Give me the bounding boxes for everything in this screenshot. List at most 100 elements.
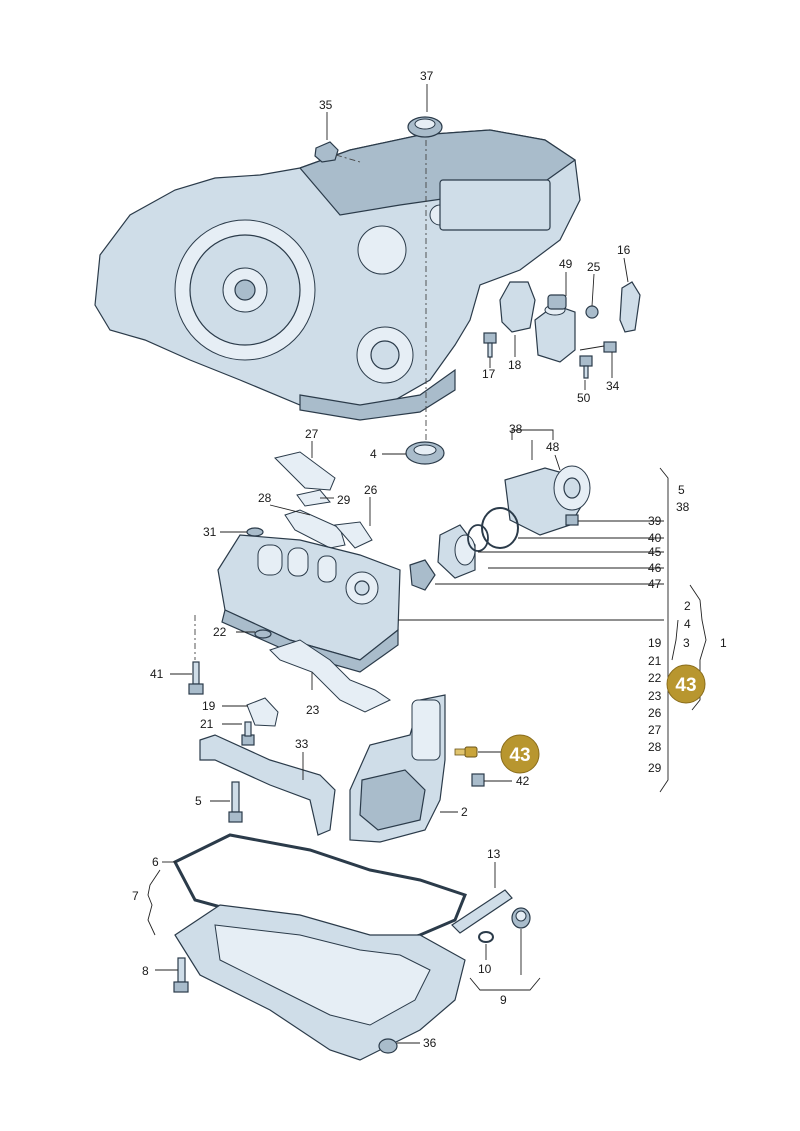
ref-22: 22 (648, 671, 662, 685)
callout-47: 47 (648, 577, 662, 591)
callout-labels: 37 35 16 49 25 17 18 50 34 27 38 48 4 26… (132, 69, 662, 1050)
callout-22: 22 (213, 625, 227, 639)
part-46-oring (467, 524, 489, 552)
callout-28: 28 (258, 491, 272, 505)
part-31-oring (246, 527, 264, 537)
callout-21: 21 (200, 717, 214, 731)
callout-8: 8 (142, 964, 149, 978)
callout-4: 4 (370, 447, 377, 461)
part-7-oil-pan (174, 904, 466, 1061)
callout-34: 34 (606, 379, 620, 393)
callout-25: 25 (587, 260, 601, 274)
callout-41: 41 (150, 667, 164, 681)
ref-26: 26 (648, 706, 662, 720)
part-50-bolt (579, 355, 593, 379)
highlight-badge-right-label: 43 (675, 675, 696, 696)
callout-19: 19 (202, 699, 216, 713)
part-2-housing (349, 694, 446, 843)
callout-13: 13 (487, 847, 501, 861)
ref-29: 29 (648, 761, 662, 775)
callout-2: 2 (461, 805, 468, 819)
part-5-bolt (228, 781, 243, 823)
part-10-oring (478, 931, 494, 943)
callout-37: 37 (420, 69, 434, 83)
callout-10: 10 (478, 962, 492, 976)
part-9-plug (511, 907, 531, 929)
part-49-solenoid (534, 294, 576, 363)
callout-38: 38 (509, 422, 523, 436)
callout-35: 35 (319, 98, 333, 112)
callout-26: 26 (364, 483, 378, 497)
part-40-oring (481, 507, 519, 549)
part-42-bolt (471, 773, 485, 787)
callout-45: 45 (648, 545, 662, 559)
callout-18: 18 (508, 358, 522, 372)
part-41-bolt (188, 661, 204, 695)
callout-17: 17 (482, 367, 496, 381)
highlight-badge-right[interactable]: 43 (666, 664, 706, 704)
part-23-plate (269, 639, 392, 713)
ref-21: 21 (648, 654, 662, 668)
transmission-housing (94, 129, 581, 421)
callout-46: 46 (648, 561, 662, 575)
leader-lines (147, 84, 664, 1044)
callout-16: 16 (617, 243, 631, 257)
ref-23: 23 (648, 689, 662, 703)
ref-2: 2 (684, 599, 691, 613)
part-45-piston (437, 524, 476, 579)
ref-38: 38 (676, 500, 690, 514)
part-19-bracket (246, 697, 279, 727)
right-list-braces (659, 467, 707, 793)
part-27-plate (274, 451, 336, 491)
ref-4: 4 (684, 617, 691, 631)
callout-31: 31 (203, 525, 217, 539)
right-reference-list: 5 38 2 4 19 3 1 21 22 23 26 27 28 29 (648, 483, 727, 775)
part-43-bolt (454, 746, 478, 758)
part-26-plate (334, 521, 373, 549)
callout-9: 9 (500, 993, 507, 1007)
part-21-bolt (241, 721, 255, 746)
callout-33: 33 (295, 737, 309, 751)
callout-27: 27 (305, 427, 319, 441)
callout-23: 23 (306, 703, 320, 717)
highlight-badge-bolt-label: 43 (509, 745, 530, 766)
part-17-bolt (483, 332, 497, 358)
part-22-oring (254, 629, 272, 639)
part-29-plate (296, 489, 331, 507)
callout-29: 29 (337, 493, 351, 507)
part-37-seal (407, 116, 443, 138)
callout-49: 49 (559, 257, 573, 271)
callout-40: 40 (648, 531, 662, 545)
part-18-bracket (499, 281, 536, 333)
part-13-tube (451, 889, 513, 934)
callout-6: 6 (152, 855, 159, 869)
callout-5: 5 (195, 794, 202, 808)
ref-3: 3 (683, 636, 690, 650)
callout-50: 50 (577, 391, 591, 405)
ref-19: 19 (648, 636, 662, 650)
callout-48: 48 (546, 440, 560, 454)
part-35-nut (314, 141, 339, 163)
part-48-actuator (504, 465, 591, 536)
ref-27: 27 (648, 723, 662, 737)
part-25-washer (585, 305, 599, 319)
callout-42: 42 (516, 774, 530, 788)
part-34-bolt (579, 341, 617, 353)
ref-5: 5 (678, 483, 685, 497)
part-33-plate (199, 734, 336, 836)
valve-body (217, 534, 401, 673)
callout-36: 36 (423, 1036, 437, 1050)
callout-7: 7 (132, 889, 139, 903)
highlight-badge-bolt[interactable]: 43 (500, 734, 540, 774)
part-36-plug (378, 1038, 398, 1054)
part-28-gasket (284, 509, 346, 549)
part-8-bolt (173, 957, 189, 993)
callout-39: 39 (648, 514, 662, 528)
ref-1: 1 (720, 636, 727, 650)
part-47-ring (409, 559, 436, 591)
part-16-lever (619, 281, 641, 333)
part-4-seal (405, 441, 445, 465)
ref-28: 28 (648, 740, 662, 754)
